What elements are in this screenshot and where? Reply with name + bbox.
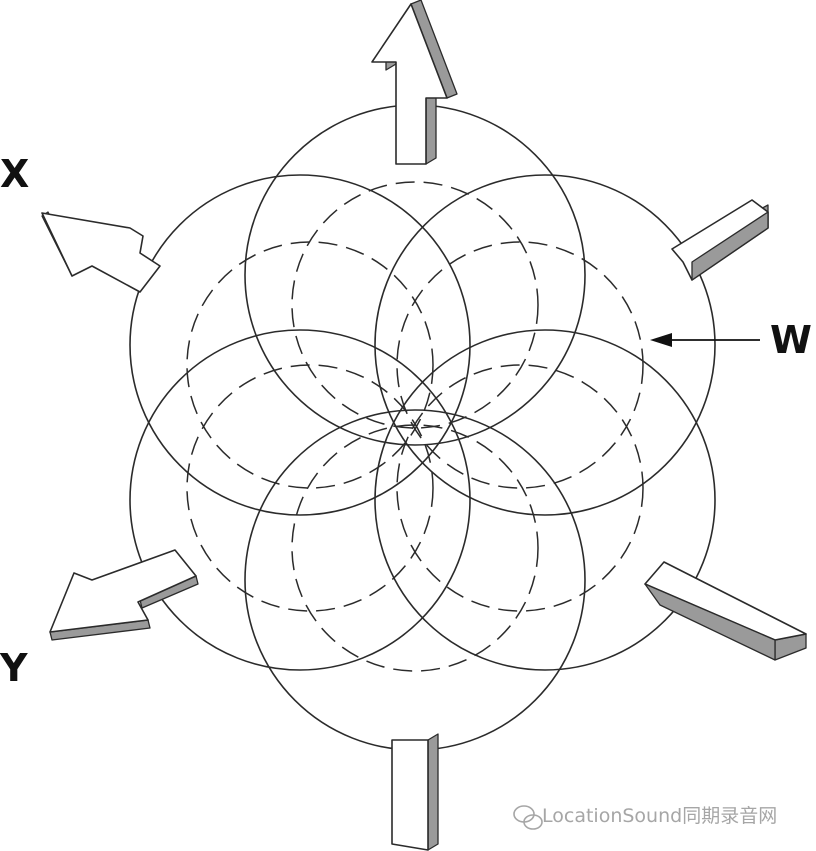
w-pointer	[650, 333, 760, 347]
arrow-upper-right-post	[671, 199, 769, 281]
dashed-lobe-upper-right	[396, 241, 644, 489]
dashed-lobe-top	[291, 181, 539, 429]
arrow-lower-right-post	[644, 561, 807, 661]
arrow-x	[41, 211, 161, 293]
dashed-lobe-bottom	[291, 424, 539, 672]
arrow-y	[49, 549, 199, 641]
lobe-upper-right	[374, 174, 716, 516]
lobe-lower-left	[129, 329, 471, 671]
arrow-down-post	[391, 733, 439, 851]
watermark-text: LocationSound同期录音网	[542, 805, 777, 827]
arrow-up	[371, 0, 458, 165]
wechat-icon	[513, 805, 543, 830]
label-y: Y	[0, 646, 28, 690]
label-w: W	[770, 318, 812, 362]
lobe-upper-left	[129, 174, 471, 516]
inner-dashed-lobes	[186, 181, 644, 672]
watermark: LocationSound同期录音网	[513, 805, 777, 830]
dashed-lobe-lower-right	[396, 364, 644, 612]
lobe-lower-right	[374, 329, 716, 671]
label-x: X	[0, 152, 29, 196]
dashed-lobe-upper-left	[186, 241, 434, 489]
dashed-lobe-lower-left	[186, 364, 434, 612]
